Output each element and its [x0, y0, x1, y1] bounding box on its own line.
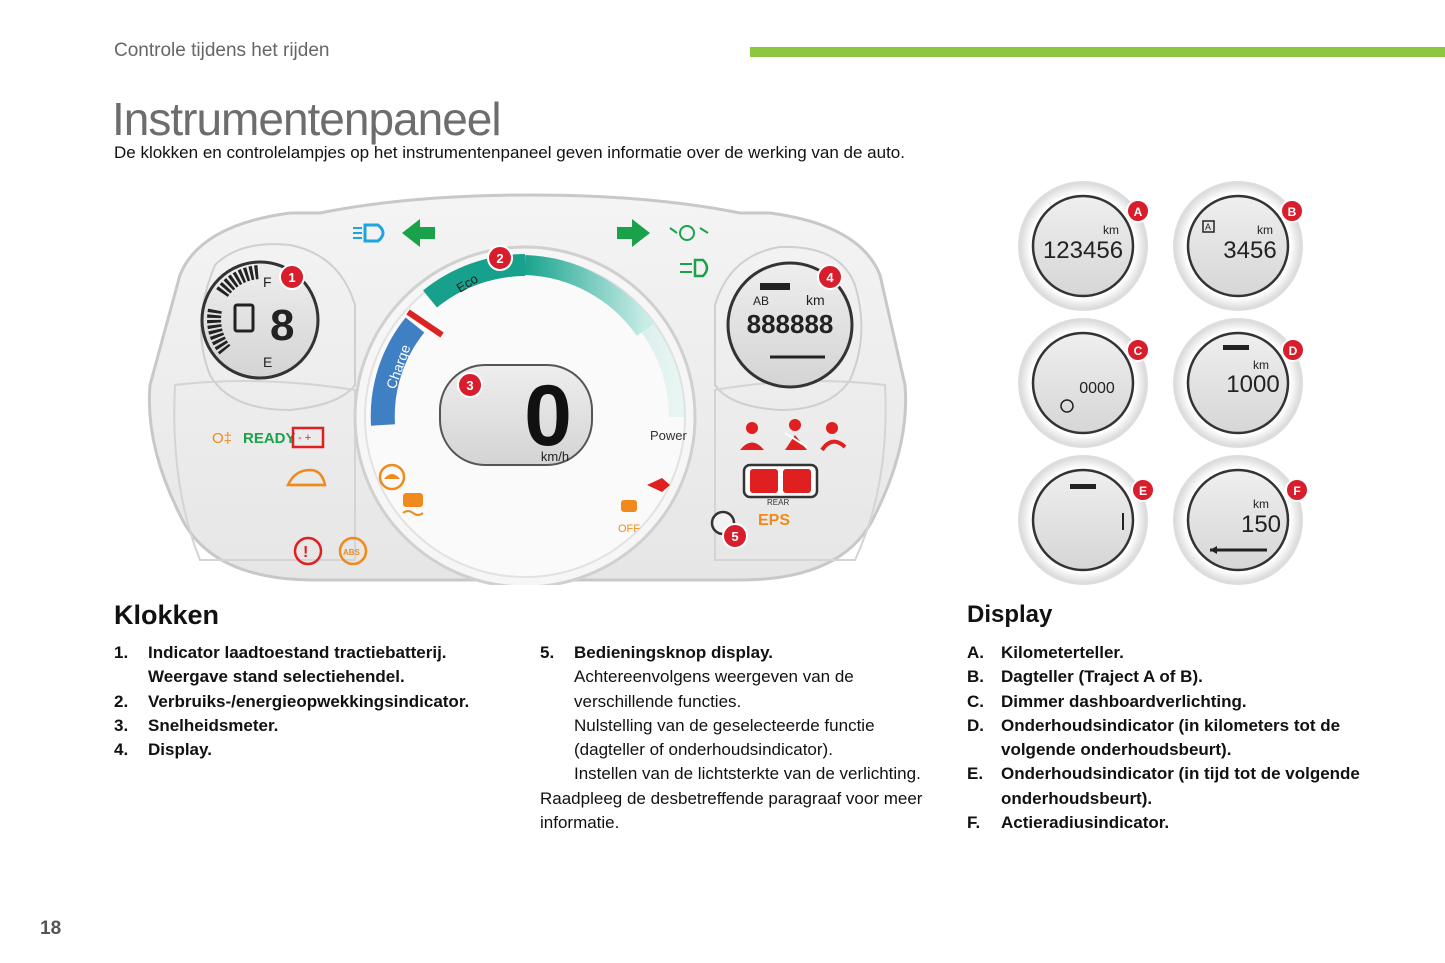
- svg-text:3: 3: [466, 378, 473, 393]
- svg-text:5: 5: [731, 529, 738, 544]
- klokken-item-5: 5.Bedieningsknop display. Achtereenvolge…: [540, 641, 930, 835]
- wrench-icon: [1070, 484, 1096, 489]
- stability-control-icon: [402, 493, 424, 516]
- eps-indicator: EPS: [758, 512, 790, 529]
- svg-text:km: km: [1257, 223, 1273, 237]
- svg-text:0000: 0000: [1079, 380, 1115, 397]
- svg-text:- +: - +: [298, 432, 311, 444]
- airbag-icon: [820, 422, 847, 452]
- klokken-list: 1.Indicator laadtoestand tractiebatterij…: [114, 641, 534, 762]
- svg-text:E: E: [1139, 484, 1147, 498]
- svg-text:A: A: [1205, 222, 1211, 232]
- svg-text:1000: 1000: [1226, 371, 1279, 398]
- callout-1: 1: [279, 264, 305, 290]
- list-item: F.Actieradiusindicator.: [967, 813, 1170, 833]
- svg-text:ABS: ABS: [343, 548, 361, 557]
- list-item: 2.Verbruiks-/energieopwekkingsindicator.: [114, 691, 470, 711]
- list-item: C.Dimmer dashboardverlichting.: [967, 691, 1247, 711]
- svg-text:2: 2: [496, 251, 503, 266]
- svg-text:km: km: [1253, 358, 1269, 372]
- list-item: 3.Snelheidsmeter.: [114, 715, 279, 735]
- rear-fog-icon: [680, 258, 709, 278]
- display-variants-illustration: km 123456 A A km 3456 B 0000 C km 1000 D: [1018, 181, 1309, 585]
- headlamp-icon: [353, 223, 385, 243]
- passenger-seat-icon: [740, 422, 764, 450]
- abs-icon: ABS: [338, 536, 368, 566]
- svg-text:150: 150: [1241, 511, 1281, 538]
- display-b: A km 3456 B: [1173, 181, 1304, 311]
- plug-icon: [647, 478, 670, 492]
- left-turn-arrow-icon: [402, 219, 435, 247]
- front-fog-icon: [669, 225, 709, 241]
- svg-text:3456: 3456: [1223, 237, 1276, 264]
- list-item: A.Kilometerteller.: [967, 643, 1124, 662]
- svg-text:D: D: [1289, 344, 1298, 358]
- header-accent-bar: [750, 47, 1445, 57]
- svg-text:REAR: REAR: [767, 498, 789, 507]
- svg-text:F: F: [1293, 484, 1300, 498]
- brake-warning-icon: !: [293, 536, 323, 566]
- instrument-panel-illustration: Charge Eco Power 0 km/h 8 F E AB km 8888…: [147, 193, 908, 585]
- svg-text:A: A: [1134, 205, 1143, 219]
- display-d: km 1000 D: [1173, 318, 1305, 448]
- fog-lamp-icon: O‡: [212, 430, 232, 447]
- dimmer-icon: [1060, 399, 1074, 413]
- svg-text:E: E: [263, 354, 272, 370]
- speed-value: 0: [524, 368, 572, 464]
- display-a: km 123456 A: [1018, 181, 1150, 311]
- svg-text:1: 1: [288, 270, 295, 285]
- svg-text:C: C: [1134, 344, 1143, 358]
- svg-text:123456: 123456: [1043, 237, 1123, 264]
- section-header: Controle tijdens het rijden: [114, 40, 330, 61]
- svg-text:4: 4: [826, 270, 834, 285]
- svg-text:km: km: [1253, 497, 1269, 511]
- ready-indicator: READY: [243, 430, 296, 447]
- svg-text:!: !: [303, 544, 308, 561]
- charge-arc: [370, 317, 425, 426]
- svg-text:AB: AB: [753, 294, 769, 308]
- eco-arc: [423, 254, 526, 308]
- list-item: E.Onderhoudsindicator (in tijd tot de vo…: [967, 764, 1360, 808]
- door-open-icon: [286, 468, 327, 487]
- page-intro: De klokken en controlelampjes op het ins…: [114, 143, 905, 162]
- speed-unit: km/h: [541, 449, 569, 464]
- svg-text:km: km: [1103, 223, 1119, 237]
- callout-3: 3: [457, 372, 483, 398]
- svg-text:OFF: OFF: [618, 523, 640, 535]
- list-item: 5.Bedieningsknop display. Achtereenvolge…: [540, 643, 921, 784]
- callout-4: 4: [817, 264, 843, 290]
- rear-seatbelt-icon: REAR: [742, 463, 819, 507]
- wrench-icon: [760, 283, 790, 290]
- display-list: A.Kilometerteller. B.Dagteller (Traject …: [967, 641, 1387, 835]
- page-title: Instrumentenpaneel: [112, 93, 502, 145]
- svg-text:B: B: [1288, 205, 1297, 219]
- display-f: km 150 F: [1173, 455, 1309, 585]
- list-item: 1.Indicator laadtoestand tractiebatterij…: [114, 643, 447, 687]
- right-turn-arrow-icon: [617, 219, 650, 247]
- svg-text:8: 8: [270, 301, 294, 350]
- fuel-plug-icon: [233, 303, 255, 333]
- svg-text:F: F: [263, 274, 272, 290]
- wrench-icon: [1223, 345, 1249, 350]
- page-number: 18: [40, 918, 62, 939]
- stability-off-icon: OFF: [618, 500, 640, 535]
- klokken-title: Klokken: [114, 600, 220, 630]
- svg-text:888888: 888888: [747, 309, 834, 339]
- list-item: D.Onderhoudsindicator (in kilometers tot…: [967, 715, 1341, 760]
- callout-2: 2: [487, 245, 513, 271]
- seatbelt-icon: [784, 419, 808, 450]
- battery-warning-icon: - +: [291, 426, 325, 449]
- svg-text:km: km: [806, 292, 825, 308]
- display-e: E: [1018, 455, 1155, 585]
- display-c: 0000 C: [1018, 318, 1150, 448]
- klokken-footer: Raadpleeg de desbetreffende paragraaf vo…: [540, 788, 923, 833]
- callout-5: 5: [722, 523, 748, 549]
- display-title: Display: [967, 601, 1053, 628]
- turtle-icon: [378, 463, 406, 491]
- list-item: B.Dagteller (Traject A of B).: [967, 667, 1203, 687]
- list-item: 4.Display.: [114, 740, 212, 760]
- power-label: Power: [650, 428, 688, 443]
